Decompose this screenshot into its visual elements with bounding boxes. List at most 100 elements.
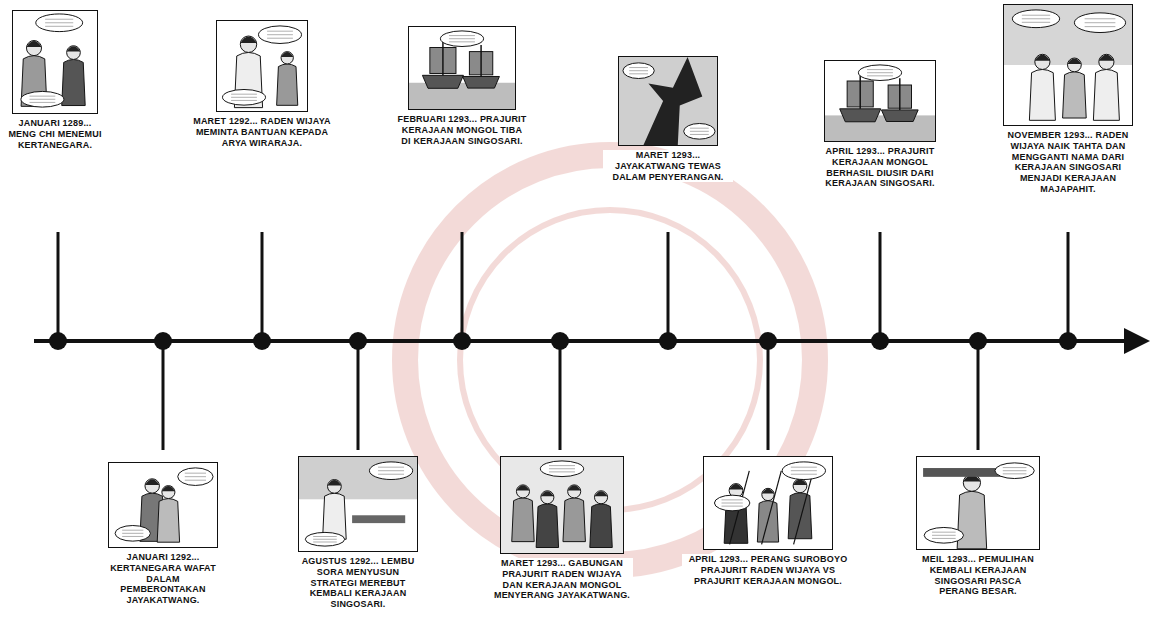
timeline-event: APRIL 1293... PRAJURIT KERAJAAN MONGOL B… <box>810 60 950 189</box>
comic-panel <box>824 60 936 142</box>
figure-body <box>563 498 585 542</box>
panel-art <box>115 468 213 542</box>
bubble-scribble <box>449 35 475 36</box>
speech-bubble <box>714 495 749 511</box>
figure-head <box>594 491 607 504</box>
figure-body <box>1063 72 1087 118</box>
comic-figure <box>512 485 534 542</box>
ship <box>881 78 918 121</box>
timeline-dot <box>253 332 271 350</box>
panel-art <box>825 65 935 141</box>
figure-head <box>145 479 159 493</box>
timeline-dots <box>49 332 1077 350</box>
bubble-scribble <box>378 474 404 475</box>
event-stem <box>261 232 264 341</box>
event-caption: MARET 1293... GABUNGAN PRAJURIT RADEN WI… <box>491 558 633 601</box>
bubble-scribble <box>932 535 956 536</box>
bubble-scribble <box>122 530 143 531</box>
figure-head <box>240 36 256 52</box>
comic-figure <box>277 52 298 106</box>
panel-illustration <box>501 457 623 553</box>
timeline-event: APRIL 1293... PERANG SUROBOYO PRAJURIT R… <box>682 456 854 586</box>
ship-hull <box>463 76 500 88</box>
figure-hair <box>762 489 774 494</box>
figure-head <box>568 485 581 498</box>
bubble-scribble <box>30 96 56 97</box>
event-caption: MARET 1293... JAYAKATWANG TEWAS DALAM PE… <box>603 150 733 182</box>
panel-illustration <box>217 21 307 111</box>
timeline-event: MEIL 1293... PEMULIHAN KEMBALI KERAJAAN … <box>912 456 1044 597</box>
comic-figure <box>536 491 558 548</box>
timeline-event: JANUARI 1292... KERTANEGARA WAFAT DALAM … <box>104 462 222 606</box>
figure-head <box>26 41 41 56</box>
timeline-event: MARET 1292... RADEN WIJAYA MEMINTA BANTU… <box>191 20 333 148</box>
bubble-scribble <box>690 134 709 135</box>
bubble-scribble <box>378 470 404 471</box>
panel-art <box>1004 5 1132 120</box>
panel-illustration <box>704 457 832 549</box>
bubble-scribble <box>267 38 293 39</box>
comic-figure <box>1093 54 1119 120</box>
bubble-scribble <box>30 102 56 103</box>
timeline-dot <box>49 332 67 350</box>
event-stem <box>559 341 562 450</box>
figure-head <box>516 485 529 498</box>
event-caption: APRIL 1293... PRAJURIT KERAJAAN MONGOL B… <box>810 146 950 189</box>
event-stem <box>461 232 464 341</box>
figure-body <box>536 504 558 548</box>
figure-hair <box>1035 55 1050 61</box>
figure-hair <box>1068 59 1082 64</box>
panel-art <box>501 457 623 553</box>
figure-hair <box>516 485 529 490</box>
ship-mast <box>480 45 481 77</box>
speech-bubble <box>684 123 715 139</box>
speech-bubble <box>782 462 825 480</box>
bubble-scribble <box>267 34 293 35</box>
figure-head <box>1099 54 1114 69</box>
timeline-dot <box>551 332 569 350</box>
comic-figure <box>563 485 585 542</box>
panel-wall <box>1004 5 1132 65</box>
bubble-scribble <box>45 22 73 23</box>
figure-hair <box>729 484 743 489</box>
bubble-scribble <box>1085 18 1116 19</box>
speech-bubble <box>115 526 150 542</box>
timeline-event: FEBRUARI 1293... PRAJURIT KERAJAAN MONGO… <box>395 26 529 146</box>
sky <box>501 457 623 553</box>
panel-ground <box>619 57 717 145</box>
figure-hair <box>541 491 554 496</box>
timeline-dot <box>349 332 367 350</box>
speech-bubble <box>995 463 1034 479</box>
event-stem <box>357 341 360 450</box>
comic-panel <box>500 456 624 554</box>
speech-bubble <box>222 89 265 105</box>
bubble-scribble <box>549 468 575 469</box>
figure-body <box>157 499 179 543</box>
spear <box>762 471 782 545</box>
speech-bubble <box>924 527 963 543</box>
panel-illustration <box>619 57 717 145</box>
bubble-scribble <box>30 99 56 100</box>
sea <box>409 83 515 109</box>
event-stem <box>879 232 882 341</box>
axis-arrowhead <box>1124 328 1150 354</box>
comic-figure <box>590 491 612 548</box>
speech-bubble <box>1074 13 1125 33</box>
event-stem <box>977 341 980 450</box>
ship-mast <box>899 78 900 110</box>
ship-mast <box>859 74 860 109</box>
bubble-scribble <box>1003 467 1027 468</box>
bubble-scribble <box>313 539 337 540</box>
event-caption: NOVEMBER 1293... RADEN WIJAYA NAIK TAHTA… <box>993 130 1143 195</box>
bubble-scribble <box>932 532 956 533</box>
ship <box>463 45 500 88</box>
comic-figure <box>757 488 778 542</box>
comic-panel <box>12 10 98 114</box>
bubble-scribble <box>231 100 257 101</box>
figure-body <box>277 64 298 105</box>
bubble-scribble <box>1085 22 1116 23</box>
ship-hull <box>422 75 463 88</box>
bubble-scribble <box>267 31 293 32</box>
timeline-event: JANUARI 1289... MENG CHI MENEMUI KERTANE… <box>3 10 107 150</box>
